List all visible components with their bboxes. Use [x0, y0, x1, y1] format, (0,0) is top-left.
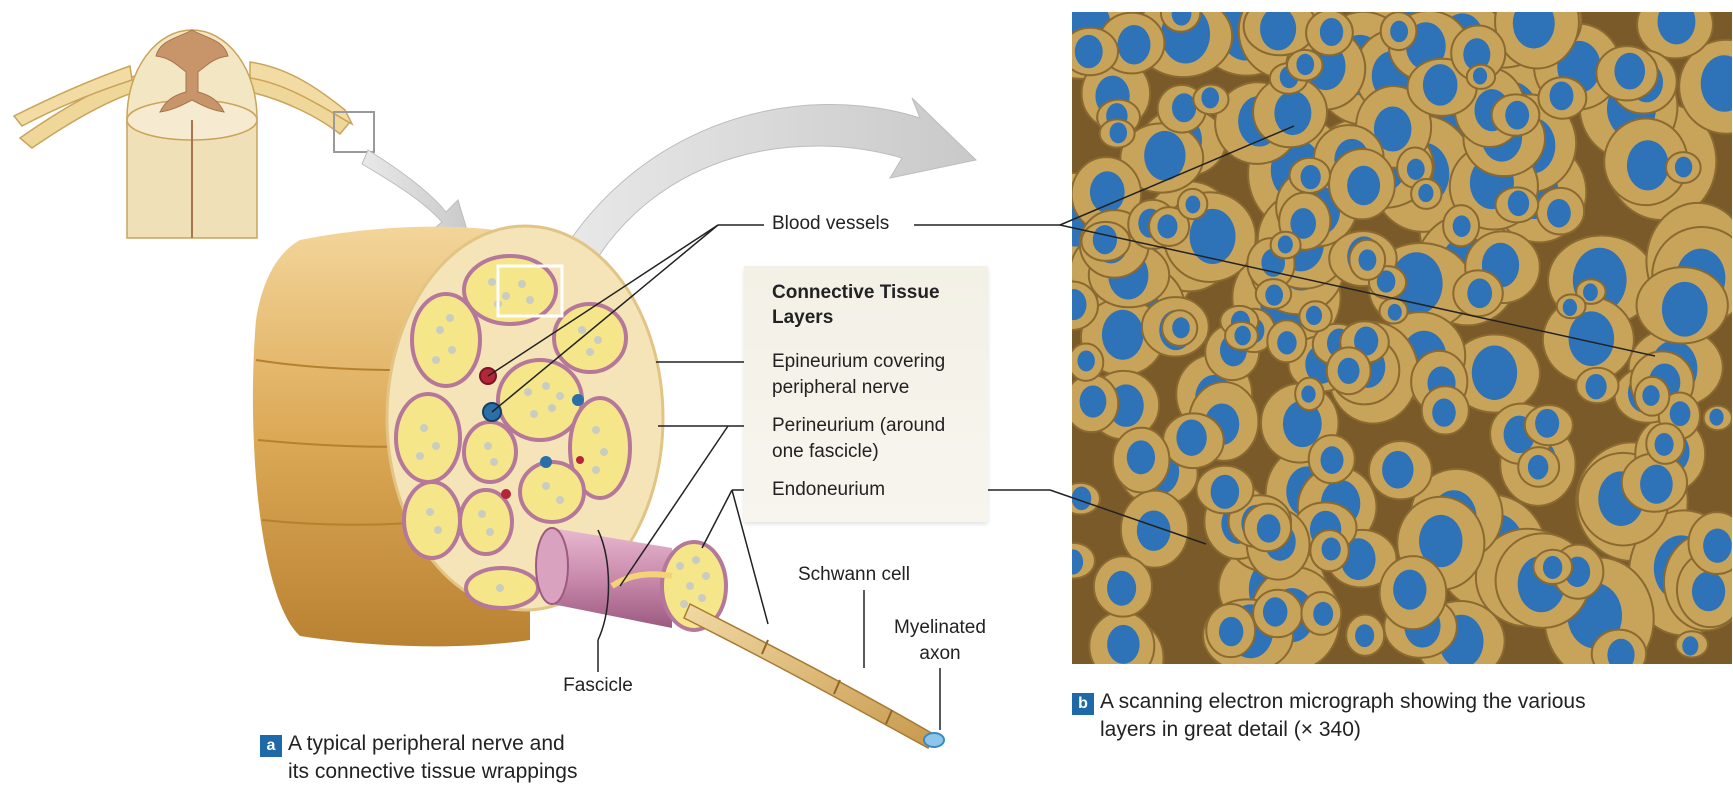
electron-micrograph — [1019, 0, 1733, 694]
caption-a-line1: A typical peripheral nerve and — [288, 730, 565, 758]
caption-a-line2: its connective tissue wrappings — [288, 758, 577, 786]
label-perineurium-line1: Perineurium (around — [772, 414, 945, 438]
label-endoneurium: Endoneurium — [772, 478, 885, 502]
label-epineurium-line2: peripheral nerve — [772, 376, 909, 400]
connective-tissue-layers-title: Connective Tissue Layers — [772, 280, 972, 330]
caption-b-line2: layers in great detail (× 340) — [1100, 716, 1361, 744]
caption-a-badge: a — [260, 735, 282, 757]
label-myelinated-axon-line1: Myelinated — [880, 616, 1000, 640]
magnify-arrow-small — [362, 150, 470, 240]
label-fascicle: Fascicle — [548, 674, 648, 698]
magnify-arrow-large — [556, 98, 976, 270]
label-blood-vessels: Blood vessels — [772, 212, 889, 236]
label-perineurium-line2: one fascicle) — [772, 440, 879, 464]
caption-b-badge: b — [1072, 693, 1094, 715]
label-myelinated-axon-line2: axon — [880, 642, 1000, 666]
spinal-cord-illustration — [14, 30, 374, 238]
label-schwann-cell: Schwann cell — [798, 563, 910, 587]
caption-b-line1: A scanning electron micrograph showing t… — [1100, 688, 1586, 716]
label-epineurium-line1: Epineurium covering — [772, 350, 945, 374]
